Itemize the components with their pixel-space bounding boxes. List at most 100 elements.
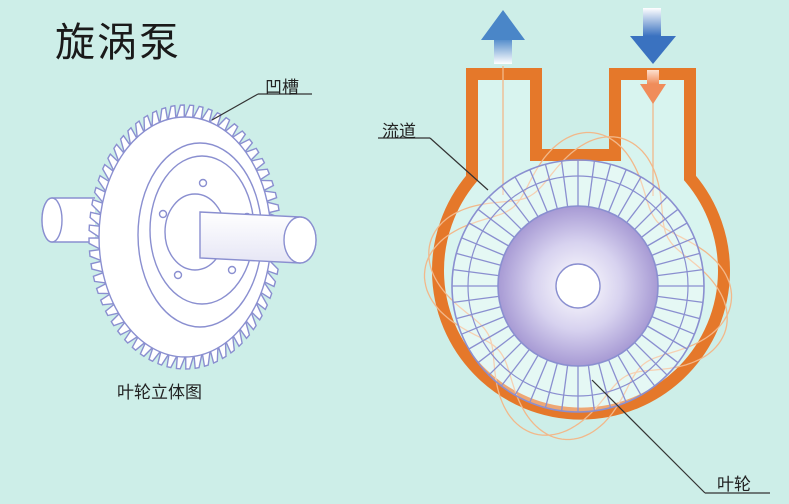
inner-flow-arrow-icon	[640, 70, 666, 104]
impeller-blade	[514, 176, 539, 218]
impeller-blade	[461, 315, 505, 335]
impeller-tooth	[110, 313, 125, 327]
impeller-blade	[477, 334, 515, 364]
impeller-tooth	[239, 138, 254, 152]
impeller-tooth	[159, 106, 169, 123]
impeller-blade	[468, 325, 510, 350]
impeller-tooth	[167, 104, 177, 120]
impeller-blade	[500, 185, 530, 223]
shaft-rear	[41, 197, 95, 243]
impeller-tooth	[151, 110, 161, 127]
shaft-front	[199, 211, 317, 264]
impeller-blade	[453, 295, 499, 304]
arrow-down-icon	[630, 8, 676, 64]
impeller-blade	[500, 349, 530, 387]
shaft-bore	[555, 263, 601, 309]
impeller-blade	[544, 164, 558, 209]
impeller-blade	[655, 252, 700, 266]
impeller-blade	[587, 365, 596, 411]
impeller-tooth	[232, 329, 243, 348]
impeller-blade	[607, 169, 627, 213]
impeller-tooth	[90, 260, 103, 273]
impeller-tooth	[201, 351, 211, 368]
impeller-tooth	[88, 224, 100, 238]
impeller-blade	[587, 161, 596, 207]
impeller-tooth	[175, 356, 186, 370]
impeller-blade	[560, 161, 569, 207]
impeller-tooth	[209, 347, 219, 364]
impeller-blade	[626, 185, 656, 223]
impeller-blade	[598, 363, 612, 408]
impeller-blade	[641, 208, 679, 238]
impeller-blade	[617, 176, 642, 218]
channel-label: 流道	[382, 122, 416, 142]
impeller-tooth	[264, 190, 278, 202]
impeller-blade	[657, 268, 703, 277]
impeller-tooth	[232, 130, 247, 144]
impeller-blade	[453, 268, 499, 277]
impeller-blade	[641, 334, 679, 364]
impeller-tooth	[267, 259, 279, 276]
impeller-blade	[626, 349, 656, 387]
impeller-tooth	[166, 354, 178, 369]
impeller-tooth	[239, 321, 251, 340]
impeller-blade	[514, 354, 539, 396]
impeller-tooth	[91, 198, 103, 215]
impeller-blade	[607, 359, 627, 403]
impeller-tooth	[175, 104, 185, 118]
impeller-tooth	[113, 143, 125, 162]
impeller-tooth	[148, 347, 161, 363]
impeller-tooth	[127, 126, 138, 145]
impeller-tooth	[193, 354, 203, 370]
impeller-blade	[456, 252, 501, 266]
impeller-tooth	[201, 108, 213, 123]
impeller-blade	[544, 363, 558, 408]
impeller-tooth	[245, 147, 260, 161]
impeller-tooth	[184, 104, 195, 118]
impeller-tooth	[88, 237, 100, 250]
impeller-blade	[646, 325, 688, 350]
impeller-tooth	[88, 249, 101, 262]
impeller-blade	[646, 222, 688, 247]
impeller-tooth	[157, 351, 169, 366]
impeller-tooth	[116, 322, 131, 336]
impeller-3d-drawing	[41, 104, 317, 370]
impeller-tooth	[93, 186, 106, 203]
impeller-tooth	[264, 271, 277, 288]
impeller-blade	[657, 295, 703, 304]
impeller-blade	[461, 237, 505, 257]
impeller-blade	[617, 354, 642, 396]
page-title: 旋涡泵	[55, 20, 181, 66]
impeller-blade	[651, 237, 695, 257]
arrow-up-icon	[481, 10, 525, 64]
impeller-tooth	[119, 134, 131, 153]
impeller-blade	[598, 164, 612, 209]
impeller-blade	[634, 196, 668, 230]
impeller-blade	[488, 342, 522, 376]
impeller-blade	[529, 169, 549, 213]
impeller-blades	[452, 160, 704, 412]
impeller-tooth	[245, 312, 257, 331]
impeller-blade	[560, 365, 569, 411]
channel-leader	[378, 137, 489, 191]
impeller-tooth	[89, 211, 101, 226]
impeller-blade	[488, 196, 522, 230]
groove-leader	[211, 93, 312, 121]
impeller-blade	[634, 342, 668, 376]
impeller-blade	[651, 315, 695, 335]
impeller-blade	[655, 306, 700, 320]
impeller-3d-caption: 叶轮立体图	[117, 383, 202, 403]
impeller-tooth	[123, 330, 138, 344]
impeller-blade	[477, 208, 515, 238]
impeller-label: 叶轮	[717, 475, 751, 495]
impeller-tooth	[192, 105, 204, 120]
impeller-blade	[529, 359, 549, 403]
impeller-tooth	[185, 356, 195, 370]
impeller-section	[451, 159, 705, 413]
impeller-blade	[456, 306, 501, 320]
impeller-blade	[468, 222, 510, 247]
impeller-leader	[591, 379, 770, 494]
groove-label: 凹槽	[265, 78, 299, 98]
impeller-tooth	[92, 272, 106, 284]
